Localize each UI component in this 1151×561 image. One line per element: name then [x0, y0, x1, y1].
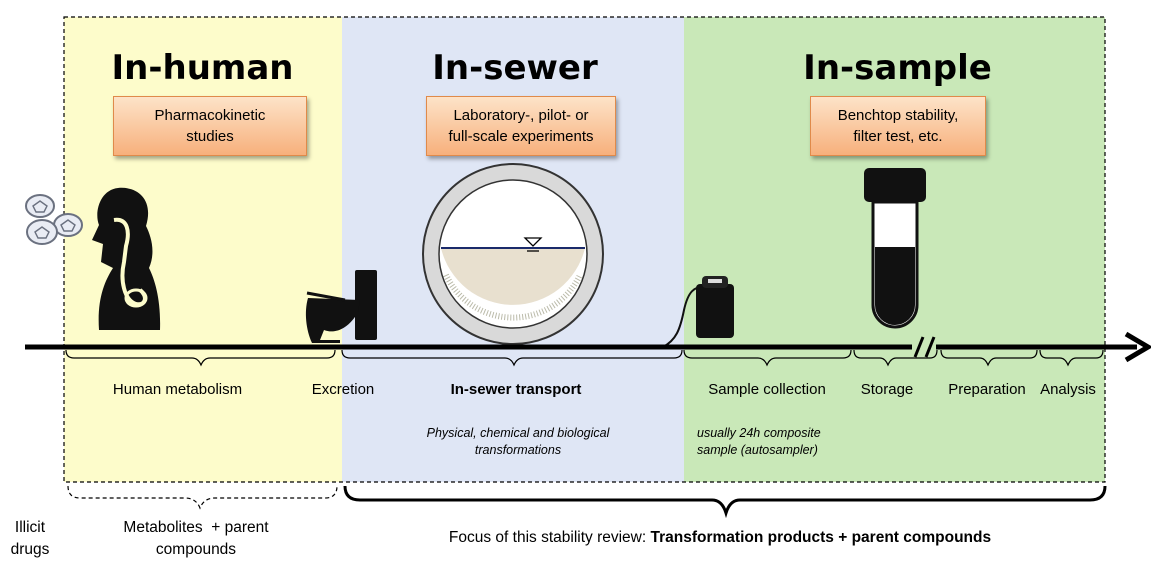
box-line: Benchtop stability,	[837, 107, 959, 124]
section-title-in-sewer: In-sewer	[432, 48, 598, 88]
box-line: studies	[186, 128, 234, 145]
label-line: compounds	[155, 541, 237, 558]
box-line: Laboratory-, pilot- or	[453, 107, 589, 124]
label-analysis: Analysis	[1040, 381, 1096, 398]
method-box-pharmacokinetic: Pharmacokinetic studies	[113, 96, 307, 156]
method-box-experiments: Laboratory-, pilot- or full-scale experim…	[426, 96, 616, 156]
arrow-head-icon	[1124, 331, 1151, 363]
label-human-metabolism: Human metabolism	[112, 381, 243, 398]
test-tube-icon	[864, 168, 926, 329]
toilet-icon	[305, 270, 377, 343]
focus-prefix: Focus of this stability review:	[448, 529, 651, 546]
focus-bold: Transformation products + parent compoun…	[650, 529, 992, 546]
focus-statement: Focus of this stability review: Transfor…	[380, 527, 1060, 549]
note-sewer-transformations: Physical, chemical and biological transf…	[400, 425, 636, 459]
dashed-frame	[63, 16, 1106, 483]
method-box-benchtop: Benchtop stability, filter test, etc.	[810, 96, 986, 156]
focus-bracket	[343, 485, 1107, 519]
sewer-pipe-icon	[422, 163, 604, 345]
note-line: sample (autosampler)	[697, 443, 818, 457]
metabolites-bracket	[67, 485, 338, 510]
note-line: usually 24h composite	[697, 426, 821, 440]
label-preparation: Preparation	[948, 381, 1026, 398]
label-storage: Storage	[860, 381, 914, 398]
label-line: drugs	[10, 541, 50, 558]
box-line: filter test, etc.	[853, 128, 943, 145]
phase-brackets	[65, 349, 1104, 367]
box-line: full-scale experiments	[448, 128, 594, 145]
label-line: Illicit	[14, 519, 46, 536]
label-excretion: Excretion	[311, 381, 375, 398]
autosampler-icon	[662, 276, 734, 348]
box-line: Pharmacokinetic	[154, 107, 266, 124]
human-body-icon	[92, 187, 161, 330]
label-metabolites: Metabolites + parent compounds	[96, 517, 296, 561]
note-line: transformations	[474, 443, 562, 457]
label-in-sewer-transport: In-sewer transport	[450, 381, 582, 398]
label-illicit-drugs: Illicit drugs	[5, 517, 55, 561]
note-line: Physical, chemical and biological	[426, 426, 610, 440]
section-title-in-sample: In-sample	[803, 48, 992, 88]
note-sample-composite: usually 24h composite sample (autosample…	[697, 425, 857, 459]
section-title-in-human: In-human	[111, 48, 294, 88]
pills-icon	[25, 194, 83, 245]
label-sample-collection: Sample collection	[708, 381, 826, 398]
label-line: Metabolites + parent	[123, 519, 269, 536]
axis-break-icon	[912, 336, 936, 358]
